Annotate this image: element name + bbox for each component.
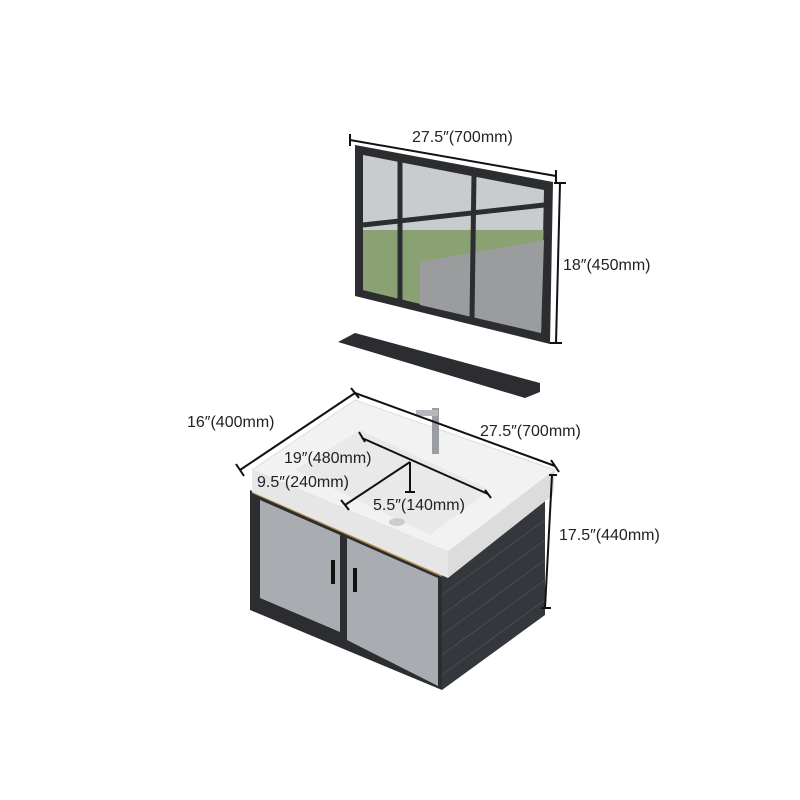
- vanity-cabinet: [250, 490, 546, 690]
- shelf: [338, 333, 540, 398]
- cabinet-width-label: 27.5″(700mm): [480, 423, 581, 440]
- cabinet-depth-label: 16″(400mm): [187, 414, 275, 431]
- right-door: [347, 538, 438, 686]
- mirror-width-label: 27.5″(700mm): [412, 129, 513, 146]
- basin-height-label: 5.5″(140mm): [373, 497, 465, 514]
- mirror-height-label: 18″(450mm): [563, 257, 651, 274]
- basin: [250, 399, 557, 578]
- left-door: [260, 500, 340, 632]
- basin-width-label: 19″(480mm): [284, 450, 372, 467]
- basin-depth-label: 9.5″(240mm): [257, 474, 349, 491]
- cabinet-height-label: 17.5″(440mm): [559, 527, 660, 544]
- dimension-lines: [235, 134, 566, 609]
- mirror: [355, 145, 553, 344]
